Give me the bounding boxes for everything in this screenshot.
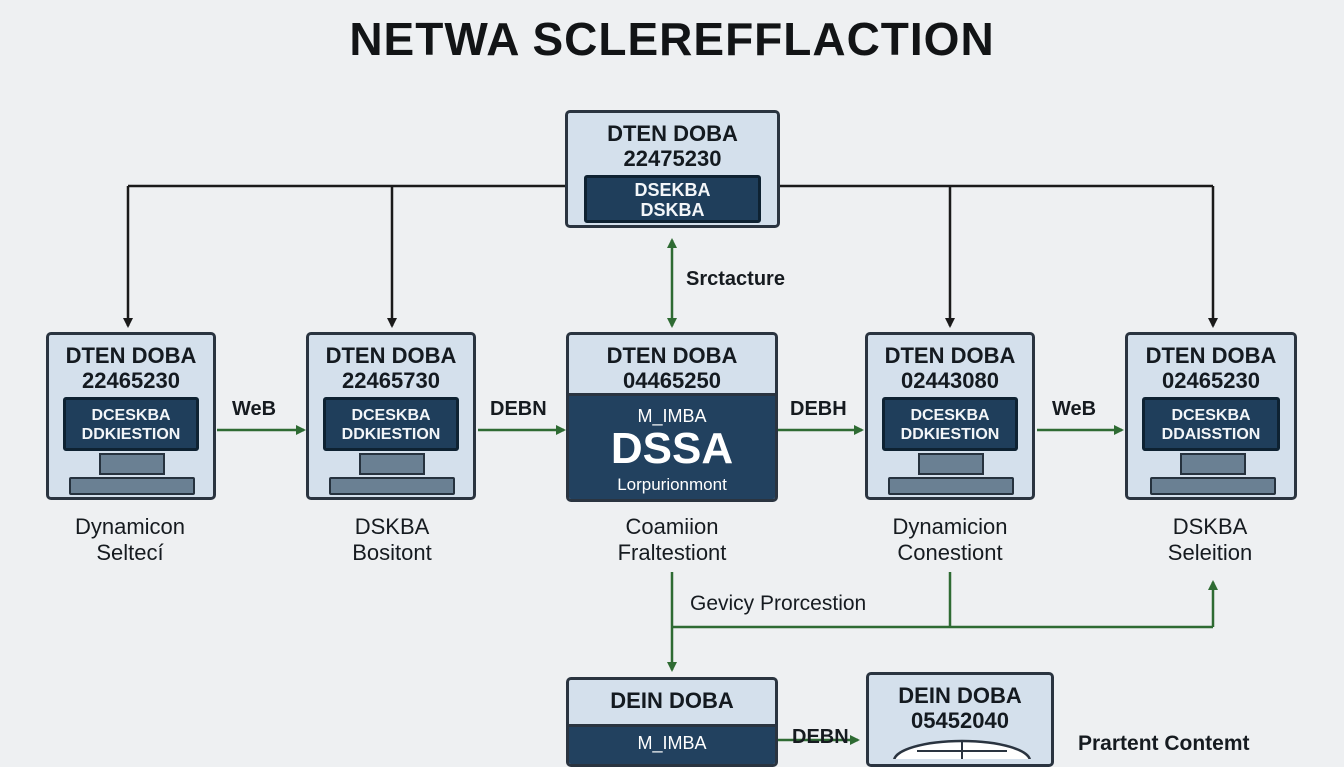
node-top-title: DTEN DOBA [607, 121, 738, 146]
node-top[interactable]: DTEN DOBA 22475230 DSEKBA DSKBA [565, 110, 780, 228]
node-2-id: 22465730 [342, 368, 440, 393]
node-2[interactable]: DTEN DOBA 22465730 DCESKBA DDKIESTION [306, 332, 476, 500]
node-1-id: 22465230 [82, 368, 180, 393]
node-1-screen-line2: DDKIESTION [81, 426, 181, 443]
node-3-panel-line3: Lorpurionmont [617, 475, 727, 494]
node-3-caption-line1: Coamiion [625, 514, 719, 539]
edge-label-1: WeB [232, 398, 277, 420]
node-5-screen: DCESKBA DDAISSTION [1142, 397, 1280, 451]
node-5[interactable]: DTEN DOBA 02465230 DCESKBA DDAISSTION [1125, 332, 1297, 500]
node-2-screen-line2: DDKIESTION [341, 426, 441, 443]
node-2-screen: DCESKBA DDKIESTION [323, 397, 459, 451]
node-2-caption-line2: Bositont [352, 540, 432, 565]
node-1-caption-line2: Seltecí [96, 540, 164, 565]
node-3-panel-line2: DSSA [610, 424, 734, 473]
node-3-panel: M_IMBA DSSA Lorpurionmont [569, 393, 775, 499]
bottom-node-2-globe-icon [893, 739, 1031, 759]
node-4-caption-line2: Conestiont [897, 540, 1003, 565]
node-4-title: DTEN DOBA [884, 343, 1016, 368]
node-4-screen: DCESKBA DDKIESTION [882, 397, 1018, 451]
node-4[interactable]: DTEN DOBA 02443080 DCESKBA DDKIESTION [865, 332, 1035, 500]
node-5-base [1150, 477, 1276, 495]
node-2-caption: DSKBA Bositont [282, 514, 502, 566]
node-2-screen-line1: DCESKBA [351, 407, 431, 424]
node-5-caption: DSKBA Seleition [1100, 514, 1320, 566]
node-4-id: 02443080 [901, 368, 999, 393]
node-4-screen-line2: DDKIESTION [900, 426, 1000, 443]
node-2-title: DTEN DOBA [325, 343, 457, 368]
bottom-node-2[interactable]: DEIN DOBA 05452040 [866, 672, 1054, 767]
bottom-node-1[interactable]: DEIN DOBA M_IMBA [566, 677, 778, 767]
node-2-base [329, 477, 455, 495]
edge-label-2: DEBN [490, 398, 547, 420]
node-5-title: DTEN DOBA [1145, 343, 1277, 368]
node-top-screen-line1: DSEKBA [634, 180, 711, 200]
node-top-screen-line2: DSKBA [640, 200, 705, 220]
node-4-stand [918, 453, 984, 475]
node-1-caption: Dynamicon Seltecí [20, 514, 240, 566]
bottom-node-2-id: 05452040 [911, 708, 1009, 733]
bottom-right-label: Prartent Contemt [1078, 732, 1250, 755]
node-3-id: 04465250 [623, 368, 721, 393]
bottom-node-1-title: DEIN DOBA [610, 688, 734, 713]
node-1-caption-line1: Dynamicon [74, 514, 186, 539]
node-3-caption: Coamiion Fraltestiont [562, 514, 782, 566]
node-4-screen-line1: DCESKBA [910, 407, 990, 424]
edge-label-3: DEBH [790, 398, 847, 420]
node-3[interactable]: DTEN DOBA 04465250 M_IMBA DSSA Lorpurion… [566, 332, 778, 502]
vertical-label: Srctacture [686, 268, 785, 290]
bottom-node-2-title: DEIN DOBA [898, 683, 1022, 708]
edge-label-4: WeB [1052, 398, 1097, 420]
connector-layer [123, 184, 1218, 745]
bottom-node-1-panel: M_IMBA [569, 724, 775, 764]
node-3-caption-line2: Fraltestiont [617, 540, 727, 565]
node-top-id: 22475230 [623, 146, 722, 171]
node-4-caption-line1: Dynamicion [892, 514, 1008, 539]
bottom-edge-label: DEBN [792, 726, 849, 748]
node-5-screen-line2: DDAISSTION [1161, 426, 1261, 443]
node-1-screen: DCESKBA DDKIESTION [63, 397, 199, 451]
node-1[interactable]: DTEN DOBA 22465230 DCESKBA DDKIESTION [46, 332, 216, 500]
node-1-stand [99, 453, 165, 475]
node-1-title: DTEN DOBA [65, 343, 197, 368]
node-4-caption: Dynamicion Conestiont [840, 514, 1060, 566]
diagram-title: NETWA SCLEREFFLACTION [349, 13, 995, 65]
node-5-caption-line1: DSKBA [1172, 514, 1248, 539]
node-1-screen-line1: DCESKBA [91, 407, 171, 424]
node-5-screen-line1: DCESKBA [1171, 407, 1251, 424]
bottom-node-1-panel-line1: M_IMBA [637, 733, 707, 753]
node-4-base [888, 477, 1014, 495]
lower-label: Gevicy Prorcestion [690, 592, 867, 615]
node-top-screen: DSEKBA DSKBA [584, 175, 761, 223]
node-1-base [69, 477, 195, 495]
node-3-panel-line1: M_IMBA [637, 406, 707, 426]
node-3-title: DTEN DOBA [606, 343, 738, 368]
node-2-stand [359, 453, 425, 475]
node-5-id: 02465230 [1162, 368, 1260, 393]
node-5-caption-line2: Seleition [1167, 540, 1253, 565]
node-5-stand [1180, 453, 1246, 475]
node-2-caption-line1: DSKBA [354, 514, 430, 539]
